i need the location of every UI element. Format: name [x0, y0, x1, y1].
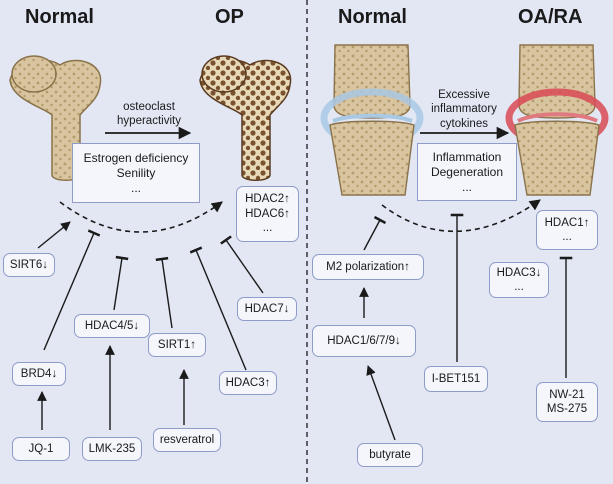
- cause-item: ...: [130, 180, 141, 195]
- arrow-label-line-1: Excessive: [438, 89, 490, 101]
- op-causes-box: Estrogen deficiency Senility ...: [72, 143, 200, 203]
- ms275-label: MS-275: [546, 403, 588, 415]
- m2-inhibition: [363, 215, 387, 251]
- cause-item: ...: [461, 179, 472, 194]
- title-op: OP: [215, 6, 244, 28]
- cytokine-label: Excessive inflammatory cytokines: [418, 88, 510, 131]
- hdac2-label: HDAC2↑: [245, 193, 290, 206]
- hdac7-box: HDAC7↓: [237, 297, 297, 321]
- oara-causes-box: Inflammation Degeneration ...: [417, 143, 517, 201]
- brd4-box: BRD4↓: [12, 362, 66, 386]
- knee-oara: [505, 44, 609, 196]
- title-normal-left: Normal: [25, 6, 94, 28]
- cause-item: Senility: [116, 165, 156, 180]
- m2-polarization-box: M2 polarization↑: [312, 254, 424, 280]
- hdac26-box: HDAC2↑ HDAC6↑ ...: [236, 186, 299, 242]
- cause-item: Estrogen deficiency: [83, 150, 189, 165]
- sirt1-inhibition: [155, 256, 173, 329]
- cause-item: Inflammation: [432, 149, 502, 164]
- sirt1-box: SIRT1↑: [148, 333, 206, 357]
- ibet151-box: I-BET151: [424, 366, 488, 392]
- sirt6-box: SIRT6↓: [3, 253, 55, 277]
- lmk235-box: LMK-235: [82, 437, 142, 461]
- arrow-label-line-2: inflammatory: [431, 103, 497, 116]
- hdac1-label: HDAC1↑: [544, 216, 590, 229]
- hdac1-up-box: HDAC1↑ ...: [536, 210, 598, 250]
- nw21-label: NW-21: [549, 388, 585, 401]
- cause-item: Degeneration: [430, 164, 504, 179]
- sirt6-arrow: [37, 221, 71, 249]
- ellipsis-label: ...: [562, 231, 572, 243]
- op-progression-arc: [59, 201, 223, 233]
- knee-normal: [320, 44, 424, 196]
- brd4-inhibition: [43, 229, 101, 351]
- resveratrol-box: resveratrol: [153, 428, 221, 452]
- oara-progression-arc: [381, 199, 541, 233]
- arrow-label-line-3: cytokines: [440, 117, 488, 130]
- jq1-box: JQ-1: [12, 437, 70, 461]
- nw21-ms275-box: NW-21 MS-275: [536, 382, 598, 422]
- title-oara: OA/RA: [518, 6, 583, 28]
- hdac45-inhibition: [113, 255, 129, 311]
- hdac1679-box: HDAC1/6/7/9↓: [312, 325, 416, 357]
- hdac7-inhibition: [220, 235, 264, 294]
- hdac6-label: HDAC6↑: [245, 207, 290, 220]
- arrow-label-line-1: osteoclast: [123, 101, 175, 113]
- arrow-label-line-2: hyperactivity: [117, 115, 181, 128]
- hdac3-down-box: HDAC3↓ ...: [489, 262, 549, 298]
- femur-op: [199, 55, 292, 181]
- butyrate-arrow: [366, 365, 396, 441]
- osteoclast-label: osteoclast hyperactivity: [104, 100, 194, 129]
- hdac3-label: HDAC3↓: [496, 266, 542, 279]
- hdac45-box: HDAC4/5↓: [74, 314, 150, 338]
- butyrate-box: butyrate: [357, 443, 423, 467]
- ellipsis-label: ...: [262, 222, 273, 235]
- hdac3-up-box: HDAC3↑: [219, 371, 277, 395]
- hdac3-inhibition: [189, 246, 247, 371]
- ellipsis-label: ...: [514, 281, 524, 293]
- title-normal-right: Normal: [338, 6, 407, 28]
